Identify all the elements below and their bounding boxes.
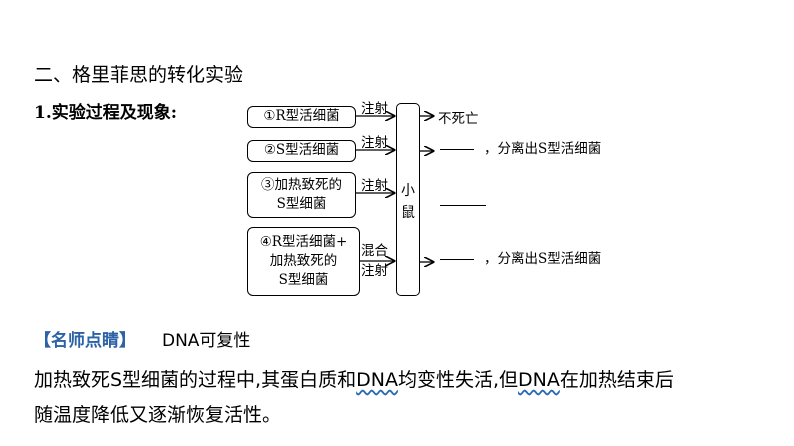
dna-emphasis-2: DNA [518,369,560,391]
tip-topic: DNA可复性 [162,331,251,351]
paragraph-line-1: 加热致死S型细菌的过程中,其蛋白质和DNA均变性失活,但DNA在加热结束后 [34,365,674,392]
action-label-3: 注射 [361,178,388,194]
paragraph-text-1: 加热致死S型细菌的过程中,其蛋白质和 [34,369,357,391]
result-2: ，分离出S型活细菌 [440,137,601,157]
group-4-line-3: S型细菌 [278,272,329,288]
answer-blank-3[interactable] [440,205,486,206]
mouse-label-2: 鼠 [401,205,415,221]
result-1: 不死亡 [438,111,479,127]
action-label-1: 注射 [361,101,388,117]
tip-line: 【名师点睛】 DNA可复性 [34,326,250,351]
group-3-line-1: ③加热致死的 [261,177,342,193]
paragraph-text-2: 均变性失活,但 [397,369,518,391]
section-title: 二、格里菲思的转化实验 [34,64,244,86]
experiment-subtitle: 1.实验过程及现象: [34,103,178,123]
dna-emphasis-1: DNA [356,369,398,391]
tip-label: 【名师点睛】 [34,331,136,351]
group-4-line-2: 加热致死的 [269,253,338,269]
group-box-3: ③加热致死的 S型细菌 [247,172,356,218]
group-1-line-1: ①R型活细菌 [263,108,340,124]
answer-blank-2[interactable] [440,149,474,150]
mouse-label-1: 小 [401,183,415,199]
paragraph-line-2: 随温度降低又逐渐恢复活性。 [34,404,282,426]
result-4: ，分离出S型活细菌 [440,247,601,267]
result-3 [440,197,496,213]
group-3-line-2: S型细菌 [276,196,327,212]
paragraph-text-3: 在加热结束后 [559,369,674,391]
group-4-line-1: ④R型活细菌+ [259,234,348,250]
group-box-1: ①R型活细菌 [247,106,356,128]
group-2-line-1: ②S型活细菌 [263,142,340,158]
answer-blank-4[interactable] [440,259,474,260]
action-label-4: 混合注射 [361,243,388,279]
result-4-text: ，分离出S型活细菌 [484,251,602,267]
group-box-2: ②S型活细菌 [247,140,356,162]
action-label-2: 注射 [361,135,388,151]
group-box-4: ④R型活细菌+ 加热致死的 S型细菌 [247,227,360,296]
result-2-text: ，分离出S型活细菌 [484,141,602,157]
mouse-box: 小 鼠 [396,103,420,296]
